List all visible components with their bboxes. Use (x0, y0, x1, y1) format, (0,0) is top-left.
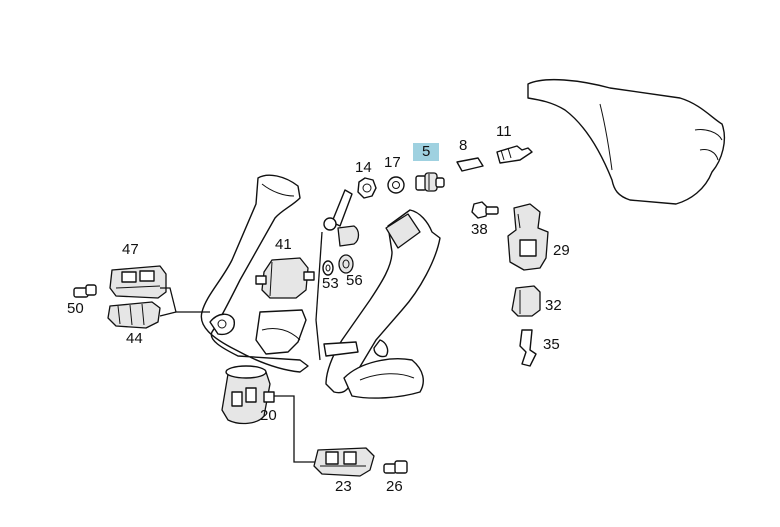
callout-8: 8 (459, 137, 468, 154)
part-32-relay (511, 285, 541, 317)
part-11-terminal (496, 145, 533, 164)
part-44-clip (107, 301, 161, 329)
part-50-pin (73, 284, 97, 298)
callout-29: 29 (553, 242, 570, 259)
part-20-sensor (221, 365, 275, 425)
part-brake-pedal (323, 209, 441, 399)
callout-11: 11 (496, 123, 512, 140)
callout-44: 44 (126, 330, 143, 347)
part-41-switch-unit (255, 257, 315, 299)
callout-5-highlighted: 5 (413, 143, 440, 161)
leader-line-20-23 (274, 395, 316, 463)
leader-lines-47-44 (159, 287, 210, 317)
callout-50: 50 (67, 300, 84, 317)
callout-23: 23 (335, 478, 352, 495)
callout-41: 41 (275, 236, 292, 253)
part-26-terminal (383, 460, 408, 474)
callout-47: 47 (122, 241, 139, 258)
part-38-bolt (471, 201, 499, 219)
callout-56: 56 (346, 272, 363, 289)
part-56-bushing (338, 254, 354, 274)
part-14-nut (357, 177, 377, 199)
callout-35: 35 (543, 336, 560, 353)
part-29-holder (507, 203, 549, 271)
callout-20: 20 (260, 407, 277, 424)
part-53-washer (322, 260, 334, 276)
callout-32: 32 (545, 297, 562, 314)
part-5-stop-lamp-switch (415, 172, 445, 192)
part-lever-arm (315, 189, 360, 361)
callout-17: 17 (384, 154, 401, 171)
callout-38: 38 (471, 221, 488, 238)
part-47-bracket (109, 265, 167, 299)
part-17-washer (387, 176, 405, 194)
callout-53: 53 (322, 275, 339, 292)
part-8-connector (456, 157, 484, 172)
callout-14: 14 (355, 159, 372, 176)
callout-26: 26 (386, 478, 403, 495)
steering-column-cover (527, 78, 726, 205)
part-23-connector (313, 447, 375, 477)
part-35-terminal (519, 329, 537, 367)
